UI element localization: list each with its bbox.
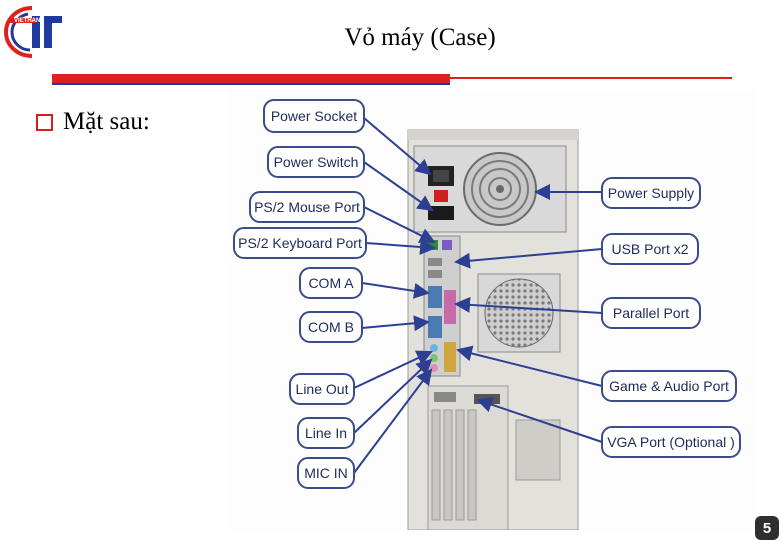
pointer-arrows <box>353 117 603 474</box>
label-com-a-text: COM A <box>308 275 354 291</box>
label-line-out: Line Out <box>289 373 355 405</box>
label-com-b: COM B <box>299 311 363 343</box>
school-logo: VIETHAN <box>2 2 66 62</box>
label-power-switch-text: Power Switch <box>274 154 359 170</box>
label-ps2-keyboard-text: PS/2 Keyboard Port <box>238 235 362 251</box>
checkbox-bullet-icon <box>36 113 53 131</box>
label-line-out-text: Line Out <box>296 381 349 397</box>
label-power-supply: Power Supply <box>601 177 701 209</box>
label-usb: USB Port x2 <box>601 233 699 265</box>
label-com-b-text: COM B <box>308 319 354 335</box>
label-game-audio: Game & Audio Port <box>601 370 737 402</box>
label-line-in: Line In <box>297 417 355 449</box>
label-power-supply-text: Power Supply <box>608 185 694 201</box>
label-game-audio-text: Game & Audio Port <box>609 378 729 394</box>
label-parallel-text: Parallel Port <box>613 305 689 321</box>
label-ps2-keyboard: PS/2 Keyboard Port <box>233 227 367 259</box>
page-number: 5 <box>755 516 779 540</box>
title-rule-blue <box>52 83 450 85</box>
logo-text: VIETHAN <box>14 18 40 24</box>
slide-title: Vỏ máy (Case) <box>344 24 496 51</box>
label-ps2-mouse-text: PS/2 Mouse Port <box>254 199 360 215</box>
label-usb-text: USB Port x2 <box>611 241 688 257</box>
label-mic-in-text: MIC IN <box>304 465 348 481</box>
label-com-a: COM A <box>299 267 363 299</box>
title-rule-thin <box>450 77 732 79</box>
label-power-switch: Power Switch <box>267 146 365 178</box>
case-body <box>407 129 579 530</box>
bullet-item: Mặt sau: <box>36 108 150 136</box>
label-mic-in: MIC IN <box>297 457 355 489</box>
bullet-text: Mặt sau: <box>63 108 150 135</box>
title-rule-red <box>52 74 450 83</box>
label-vga: VGA Port (Optional ) <box>601 426 741 458</box>
label-power-socket: Power Socket <box>263 99 365 133</box>
label-parallel: Parallel Port <box>601 297 701 329</box>
label-vga-text: VGA Port (Optional ) <box>607 434 735 450</box>
label-line-in-text: Line In <box>305 425 347 441</box>
label-power-socket-text: Power Socket <box>271 108 357 124</box>
case-rear-illustration: Power Socket Power Switch PS/2 Mouse Por… <box>228 90 756 530</box>
label-ps2-mouse: PS/2 Mouse Port <box>249 191 365 223</box>
